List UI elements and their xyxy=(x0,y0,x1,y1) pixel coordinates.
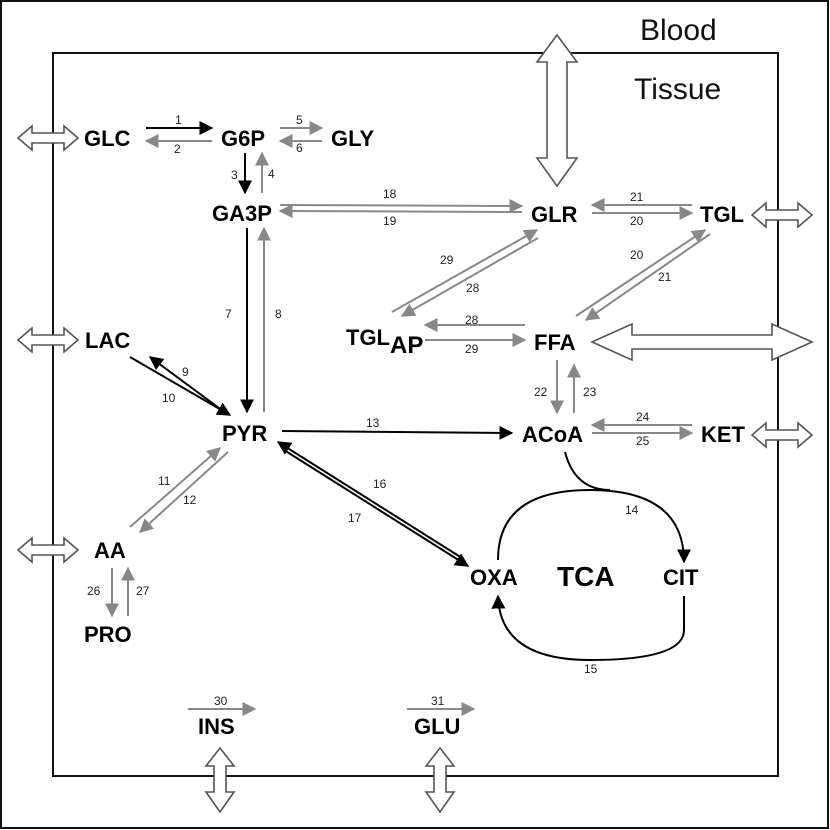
reaction-label: 24 xyxy=(636,410,650,424)
reaction-label: 1 xyxy=(175,113,182,127)
reaction-label: 9 xyxy=(182,365,189,379)
aa-exchange-arrow xyxy=(16,536,80,564)
reaction-label: 8 xyxy=(275,307,282,321)
ket-exchange-arrow xyxy=(750,421,814,449)
reaction-label: 12 xyxy=(183,493,197,507)
reaction-label: 19 xyxy=(383,214,397,228)
reaction-label: 29 xyxy=(465,342,479,356)
reaction-10-arrow xyxy=(129,356,232,416)
reaction-label: 4 xyxy=(268,167,275,181)
tgl-ap-main: TGL xyxy=(346,325,390,350)
node-ins: INS xyxy=(198,714,235,739)
reaction-label: 3 xyxy=(231,168,238,182)
node-glc: GLC xyxy=(84,126,131,151)
glc-exchange-arrow xyxy=(16,124,80,152)
reaction-label: 17 xyxy=(348,511,362,525)
reaction-20-diag-arrow xyxy=(575,229,707,317)
tissue-compartment xyxy=(52,52,779,777)
blood-label: Blood xyxy=(640,14,717,47)
reaction-label: 2 xyxy=(174,142,181,156)
node-acoa: ACoA xyxy=(522,422,583,447)
reaction-label: 27 xyxy=(136,584,150,598)
node-tgl: TGL xyxy=(700,202,744,227)
reaction-label: 14 xyxy=(625,503,639,517)
node-g6p: G6P xyxy=(221,126,265,151)
reaction-label: 22 xyxy=(534,385,548,399)
node-pro: PRO xyxy=(84,622,132,647)
reaction-label: 28 xyxy=(465,313,479,327)
reaction-label: 29 xyxy=(440,253,454,267)
glr-exchange-arrow xyxy=(535,33,579,188)
reaction-label: 5 xyxy=(296,113,303,127)
reaction-label: 13 xyxy=(366,416,380,430)
node-oxa: OXA xyxy=(470,565,518,590)
reaction-label: 6 xyxy=(296,141,303,155)
reaction-28-diag-arrow xyxy=(400,237,539,317)
reaction-label: 31 xyxy=(431,694,445,708)
reaction-17-arrow xyxy=(283,449,470,567)
reaction-15-arrow xyxy=(491,594,685,662)
tissue-label: Tissue xyxy=(634,73,721,106)
reaction-label: 15 xyxy=(584,662,598,676)
node-glr: GLR xyxy=(531,202,578,227)
reaction-14-arrow xyxy=(497,488,691,564)
node-pyr: PYR xyxy=(222,421,267,446)
reaction-19-arrow xyxy=(278,204,523,219)
ins-exchange-arrow xyxy=(204,746,236,814)
tgl-exchange-arrow xyxy=(750,201,814,229)
tca-cycle-label: TCA xyxy=(557,561,615,592)
reaction-label: 11 xyxy=(158,474,171,488)
reaction-16-arrow xyxy=(276,441,463,559)
node-gly: GLY xyxy=(331,126,375,151)
reaction-label: 21 xyxy=(630,190,644,204)
acoa-to-cycle-line xyxy=(564,451,611,491)
reaction-label: 23 xyxy=(583,385,597,399)
reaction-label: 16 xyxy=(373,477,387,491)
reaction-21-diag-arrow xyxy=(584,233,711,321)
glu-exchange-arrow xyxy=(424,746,456,814)
reaction-label: 20 xyxy=(630,248,644,262)
reaction-29-diag-arrow xyxy=(391,229,539,313)
node-tgl-ap: TGLAP xyxy=(346,325,423,359)
node-ga3p: GA3P xyxy=(212,201,272,226)
reaction-label: 20 xyxy=(630,214,644,228)
reaction-label: 28 xyxy=(466,281,480,295)
reaction-label: 18 xyxy=(383,187,397,201)
node-cit: CIT xyxy=(663,565,699,590)
reaction-18-arrow xyxy=(279,198,524,213)
node-ffa: FFA xyxy=(534,330,576,355)
reaction-label: 25 xyxy=(636,434,650,448)
reaction-label: 21 xyxy=(658,270,672,284)
node-ket: KET xyxy=(701,422,746,447)
tgl-ap-subscript: AP xyxy=(390,332,423,359)
reaction-11-arrow xyxy=(129,447,222,528)
reaction-9-arrow xyxy=(148,356,224,412)
reaction-label: 30 xyxy=(214,694,228,708)
reaction-12-arrow xyxy=(138,451,229,533)
reaction-13-arrow xyxy=(281,425,514,440)
reaction-label: 7 xyxy=(225,307,232,321)
node-glu: GLU xyxy=(414,714,460,739)
reaction-label: 10 xyxy=(162,391,176,405)
lac-exchange-arrow xyxy=(16,326,80,354)
node-lac: LAC xyxy=(85,328,130,353)
reaction-label: 26 xyxy=(87,584,101,598)
ffa-exchange-arrow xyxy=(590,322,814,362)
node-aa: AA xyxy=(94,538,126,563)
